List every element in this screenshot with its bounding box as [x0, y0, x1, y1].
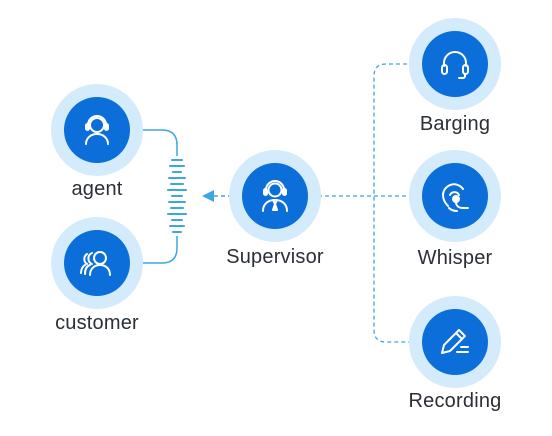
recording-node[interactable] — [409, 296, 501, 388]
headset-person-icon — [85, 115, 109, 145]
customer-label: customer — [55, 312, 139, 334]
agent-node[interactable] — [51, 84, 143, 176]
barging-node[interactable] — [409, 18, 501, 110]
supervisor-headset-icon — [262, 180, 288, 212]
customer-connector — [130, 236, 178, 264]
arrow-head — [202, 190, 214, 202]
whisper-node[interactable] — [409, 150, 501, 242]
group-people-icon — [80, 251, 111, 276]
audio-waveform — [167, 159, 187, 233]
customer-node[interactable] — [51, 217, 143, 309]
agent-label: agent — [71, 178, 123, 200]
barging-label: Barging — [419, 113, 491, 135]
whisper-label: Whisper — [417, 247, 493, 269]
whisper-headset-icon — [442, 183, 469, 212]
headphones-icon — [441, 51, 469, 79]
recording-label: Recording — [408, 390, 502, 412]
mode-bus — [373, 63, 414, 343]
supervisor-label: Supervisor — [226, 246, 324, 268]
pen-write-icon — [441, 329, 469, 354]
agent-connector — [130, 129, 178, 156]
supervisor-node[interactable] — [229, 150, 321, 242]
